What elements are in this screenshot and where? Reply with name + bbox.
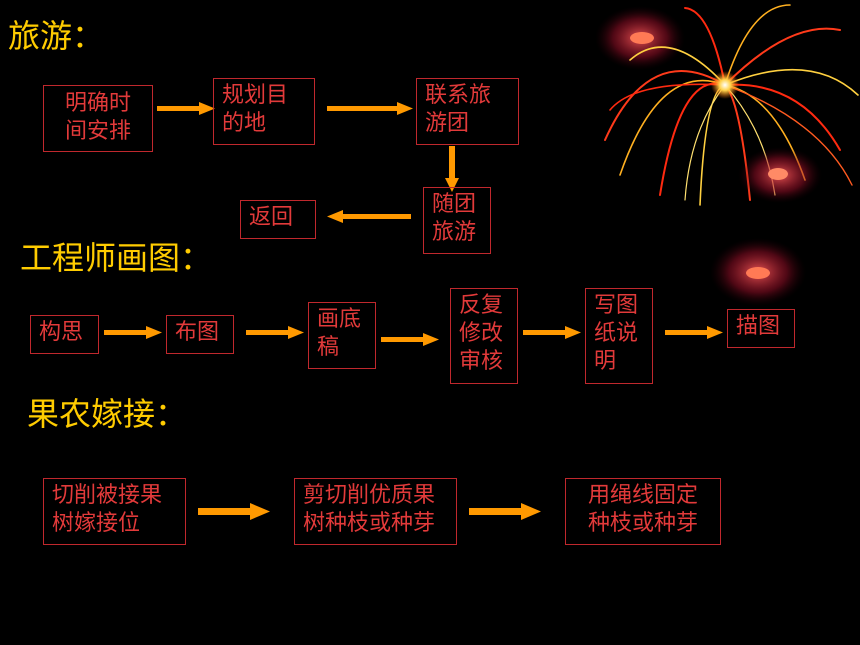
engineer-step-3: 画底 稿: [308, 302, 376, 369]
arrow-right-icon: [523, 326, 581, 339]
arrow-right-icon: [246, 326, 304, 339]
arrow-right-icon: [104, 326, 162, 339]
travel-step-5: 返回: [240, 200, 316, 239]
firework-glow-low: [710, 238, 806, 306]
arrow-right-icon: [198, 503, 270, 520]
engineer-step-1: 构思: [30, 315, 99, 354]
engineer-step-5: 写图 纸说 明: [585, 288, 653, 384]
section-title-engineer: 工程师画图：: [20, 239, 213, 277]
section-title-grafting: 果农嫁接：: [27, 395, 188, 433]
grafting-step-2: 剪切削优质果 树种枝或种芽: [294, 478, 457, 545]
fireworks-decoration: [595, 4, 859, 306]
firework-glow-mid: [738, 147, 822, 203]
travel-step-1: 明确时 间安排: [43, 85, 153, 152]
section-title-travel: 旅游：: [8, 17, 105, 55]
grafting-step-3: 用绳线固定 种枝或种芽: [565, 478, 721, 545]
firework-burst: [604, 4, 859, 206]
engineer-step-4: 反复 修改 审核: [450, 288, 518, 384]
arrow-right-icon: [469, 503, 541, 520]
arrow-right-icon: [327, 102, 413, 115]
engineer-step-6: 描图: [727, 309, 795, 348]
arrow-left-icon: [327, 210, 411, 223]
arrow-down-icon: [445, 146, 459, 192]
travel-step-2: 规划目 的地: [213, 78, 315, 145]
grafting-step-1: 切削被接果 树嫁接位: [43, 478, 186, 545]
engineer-step-2: 布图: [166, 315, 234, 354]
arrow-right-icon: [157, 102, 215, 115]
arrow-right-icon: [665, 326, 723, 339]
arrow-right-icon: [381, 333, 439, 346]
firework-glow-top: [595, 6, 685, 70]
travel-step-4: 随团 旅游: [423, 187, 491, 254]
travel-step-3: 联系旅 游团: [416, 78, 519, 145]
